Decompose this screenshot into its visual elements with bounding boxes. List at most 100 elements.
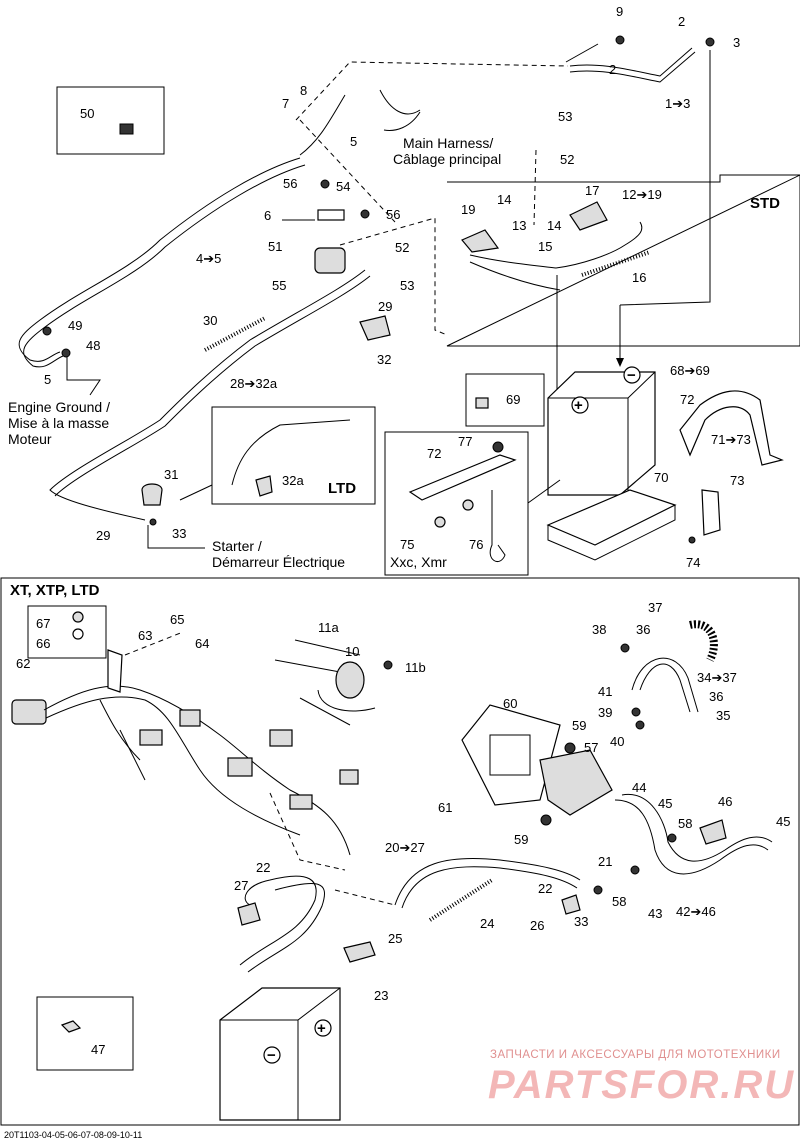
cable-11a-b bbox=[274, 659, 341, 673]
cable-28-32ab bbox=[54, 275, 371, 497]
callout: 52 bbox=[395, 240, 409, 255]
battery-top-face bbox=[548, 371, 656, 495]
connector-50-icon bbox=[119, 123, 134, 135]
callout: 57 bbox=[584, 740, 598, 755]
cap-31-icon bbox=[141, 483, 163, 506]
callout: 77 bbox=[458, 434, 472, 449]
cable-4-5 bbox=[18, 157, 301, 362]
battery-plus-symbol: + bbox=[574, 397, 583, 414]
pad-69-icon bbox=[475, 397, 489, 409]
ltd-title: LTD bbox=[328, 480, 356, 497]
callout: 38 bbox=[592, 622, 606, 637]
callout: 19 bbox=[461, 202, 475, 217]
callout: 46 bbox=[718, 794, 732, 809]
callout: 56 bbox=[386, 207, 400, 222]
cable-34-37b bbox=[631, 657, 699, 713]
pad-75-icon bbox=[434, 516, 446, 528]
callout: 59 bbox=[572, 718, 586, 733]
callout: 10 bbox=[345, 644, 359, 659]
lower-minus-icon bbox=[263, 1046, 281, 1064]
inset-box-47 bbox=[36, 996, 134, 1071]
callout: 64 bbox=[195, 636, 209, 651]
figure-code: 20T1103-04-05-06-07-08-09-10-11 bbox=[4, 1130, 142, 1140]
cable-2 bbox=[565, 43, 599, 63]
callout: 32a bbox=[282, 473, 304, 488]
callout: 52 bbox=[560, 152, 574, 167]
engine-ground-label-1: Engine Ground / bbox=[8, 399, 110, 415]
cable-1-3b bbox=[569, 51, 696, 83]
washer-66-icon bbox=[72, 628, 84, 640]
nut-40-icon bbox=[635, 720, 645, 730]
spiral-37 bbox=[689, 620, 718, 662]
callout: 32 bbox=[377, 352, 391, 367]
nut-59b-icon bbox=[540, 814, 552, 826]
xxc-caption: Xxc, Xmr bbox=[390, 554, 447, 570]
callout: 22 bbox=[256, 860, 270, 875]
callout: 2 bbox=[678, 14, 685, 29]
callout: 21 bbox=[598, 854, 612, 869]
tray-70 bbox=[546, 489, 677, 546]
relay-51-icon bbox=[314, 247, 346, 274]
callout: 41 bbox=[598, 684, 612, 699]
callout: 11b bbox=[405, 660, 426, 675]
xxc-inset bbox=[384, 431, 529, 576]
inset-box-69 bbox=[465, 373, 545, 427]
callout: 26 bbox=[530, 918, 544, 933]
harness-63b bbox=[45, 696, 301, 836]
callout: 6 bbox=[264, 208, 271, 223]
callout: 65 bbox=[170, 612, 184, 627]
cable-1-3 bbox=[569, 47, 693, 77]
nut-33b-icon bbox=[593, 885, 603, 895]
nut-56b-icon bbox=[360, 209, 370, 219]
callout: 14 bbox=[547, 218, 561, 233]
callout: 45 bbox=[658, 796, 672, 811]
callout: 2 bbox=[609, 62, 616, 77]
module-57 bbox=[539, 749, 613, 816]
nut-77-icon bbox=[492, 441, 504, 453]
bracket-73 bbox=[701, 489, 721, 536]
callout: 60 bbox=[503, 696, 517, 711]
engine-ground-arrow bbox=[66, 357, 101, 396]
plate-60 bbox=[461, 704, 561, 806]
callout: 35 bbox=[716, 708, 730, 723]
battery-lower-face bbox=[220, 987, 341, 1120]
cap-26-icon bbox=[561, 894, 581, 915]
callout: 72 bbox=[680, 392, 694, 407]
boot-32-icon bbox=[359, 315, 391, 341]
callout: 67 bbox=[36, 616, 50, 631]
arrow-to-31 bbox=[179, 484, 213, 501]
callout: 68➔69 bbox=[670, 363, 710, 378]
callout: 42➔46 bbox=[676, 904, 716, 919]
cable-12-19 bbox=[469, 221, 643, 269]
cable-42-46b bbox=[621, 794, 773, 862]
callout: 15 bbox=[538, 239, 552, 254]
lower-plus-icon bbox=[314, 1019, 332, 1037]
boot-19-icon bbox=[461, 229, 500, 253]
battery-minus-symbol: − bbox=[627, 367, 636, 384]
lower-minus-symbol: − bbox=[267, 1047, 276, 1064]
terminal-minus-icon bbox=[623, 366, 641, 384]
boot-27-icon bbox=[237, 902, 261, 926]
cable-22b bbox=[247, 883, 326, 973]
dash-22 bbox=[334, 889, 396, 906]
nut-56-icon bbox=[320, 179, 330, 189]
main-harness-cable bbox=[379, 89, 421, 131]
nut-9-icon bbox=[615, 35, 625, 45]
harness-dash bbox=[124, 631, 346, 871]
cap-32a-icon bbox=[255, 475, 273, 497]
callout: 9 bbox=[616, 4, 623, 19]
callout: 33 bbox=[172, 526, 186, 541]
callout: 44 bbox=[632, 780, 646, 795]
callout: 72 bbox=[427, 446, 441, 461]
callout: 4➔5 bbox=[196, 251, 221, 266]
callout: 55 bbox=[272, 278, 286, 293]
watermark-logo: PARTSFOR.RU bbox=[488, 1063, 795, 1107]
callout: 47 bbox=[91, 1042, 105, 1057]
callout: 7 bbox=[282, 96, 289, 111]
connector-62-icon bbox=[11, 699, 47, 725]
callout: 70 bbox=[654, 470, 668, 485]
bracket-54-icon bbox=[317, 209, 345, 221]
callout: 76 bbox=[469, 537, 483, 552]
harness-5-cable bbox=[299, 94, 346, 156]
